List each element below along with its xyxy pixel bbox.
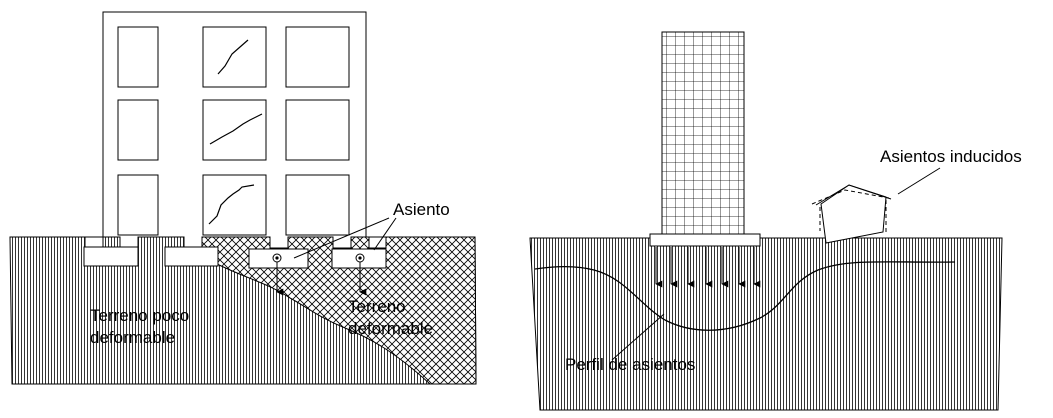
profile-leader (611, 313, 665, 361)
load-arrows (655, 247, 761, 288)
footings (83, 246, 387, 269)
stiff-soil-label: Terreno poco deformable (90, 306, 194, 347)
left-panel: Asiento Terreno poco deformable Terreno … (9, 11, 477, 385)
stiff-soil-label-line1: Terreno poco (90, 306, 189, 325)
asiento-label: Asiento (393, 200, 450, 219)
settlement-profile-curve (534, 261, 956, 331)
tilted-house (811, 184, 892, 244)
right-soil (529, 237, 1003, 411)
settlement-profile-label: Perfil de asientos (565, 355, 695, 374)
induced-leader (897, 167, 941, 195)
asiento-leaders (293, 217, 397, 259)
soft-soil-label: Terreno deformable (348, 297, 433, 338)
induced-settlement-label: Asientos inducidos (880, 147, 1022, 166)
window-grid (117, 26, 350, 236)
soft-soil-label-line1: Terreno (348, 297, 406, 316)
crack-lines (208, 39, 263, 225)
right-panel: Asientos inducidos Perfil de asientos (529, 31, 1022, 411)
stiff-soil-label-line2: deformable (90, 328, 175, 347)
settlement-markers (272, 253, 367, 296)
foundation-slab (649, 233, 761, 247)
tall-building (661, 31, 745, 236)
soft-soil-label-line2: deformable (348, 319, 433, 338)
